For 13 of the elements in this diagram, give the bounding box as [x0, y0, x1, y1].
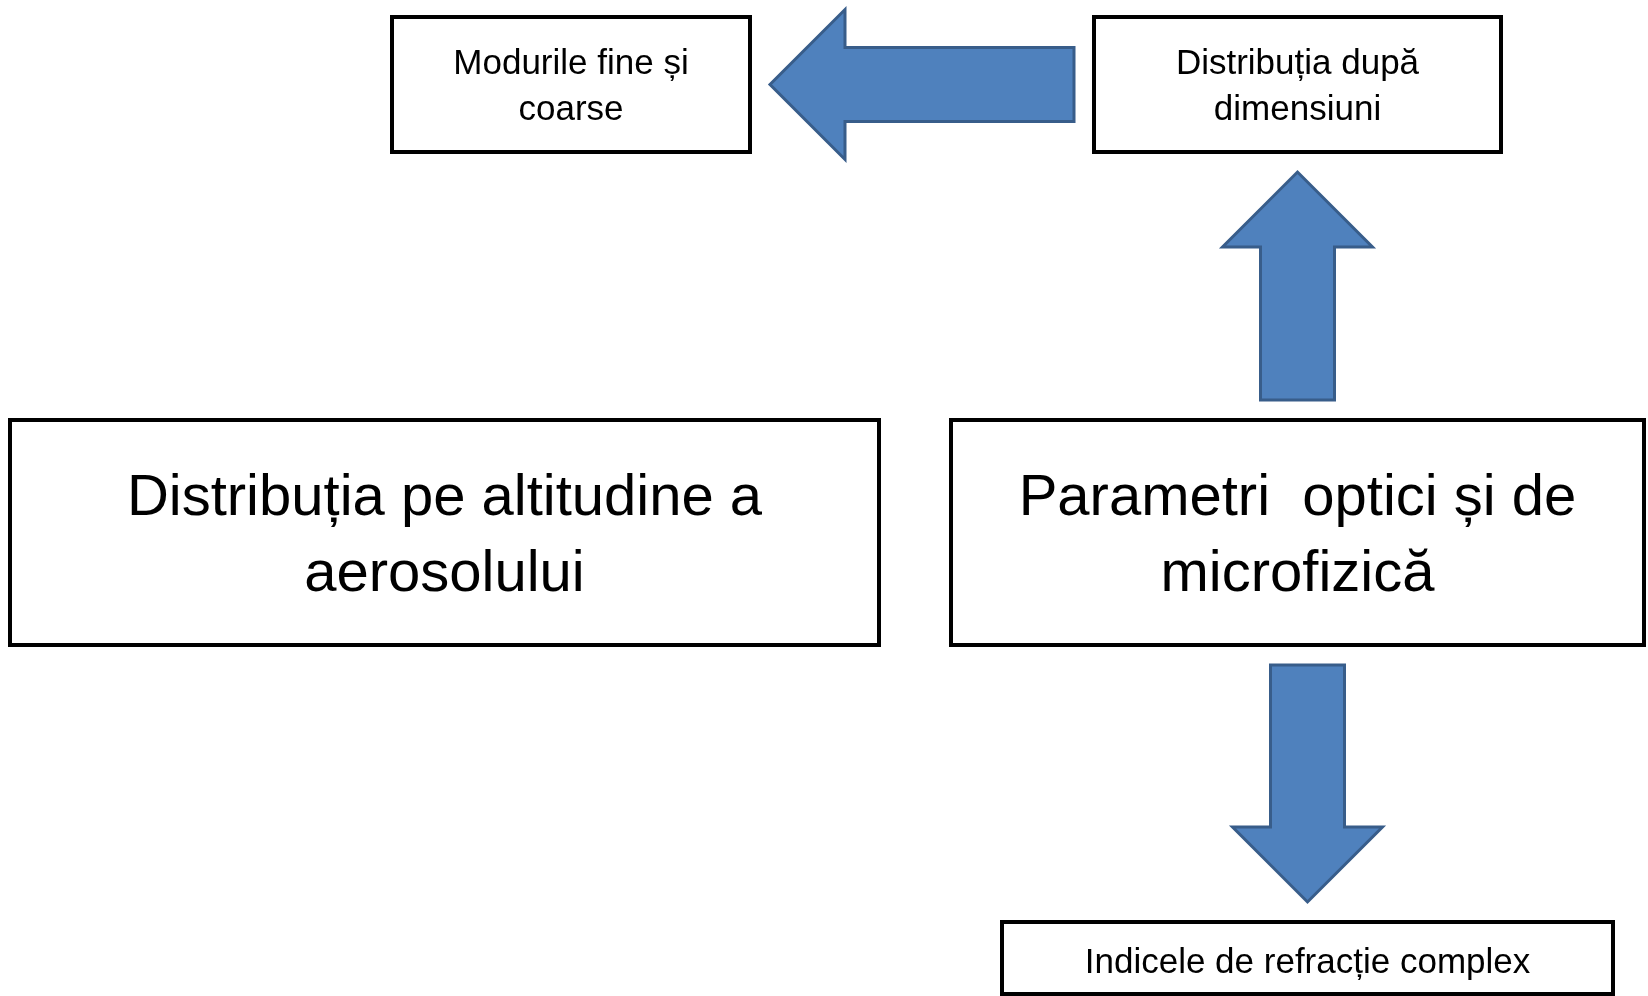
text-box: [390, 15, 752, 154]
text-box: [8, 418, 881, 647]
block-arrow: [1218, 169, 1377, 402]
text-box: [1092, 15, 1503, 154]
box-label: Modurile fine și coarse: [452, 41, 690, 129]
text-box: [1000, 920, 1615, 996]
box-label: Parametri optici și de microfizică: [1017, 461, 1578, 605]
box-label: Distribuția pe altitudine a aerosolului: [125, 461, 764, 605]
box-label: Indicele de refracție complex: [1084, 940, 1531, 982]
block-arrow: [767, 5, 1076, 164]
block-arrow: [1228, 663, 1387, 905]
box-label: Distribuția după dimensiuni: [1174, 41, 1421, 129]
text-box: [949, 418, 1646, 647]
